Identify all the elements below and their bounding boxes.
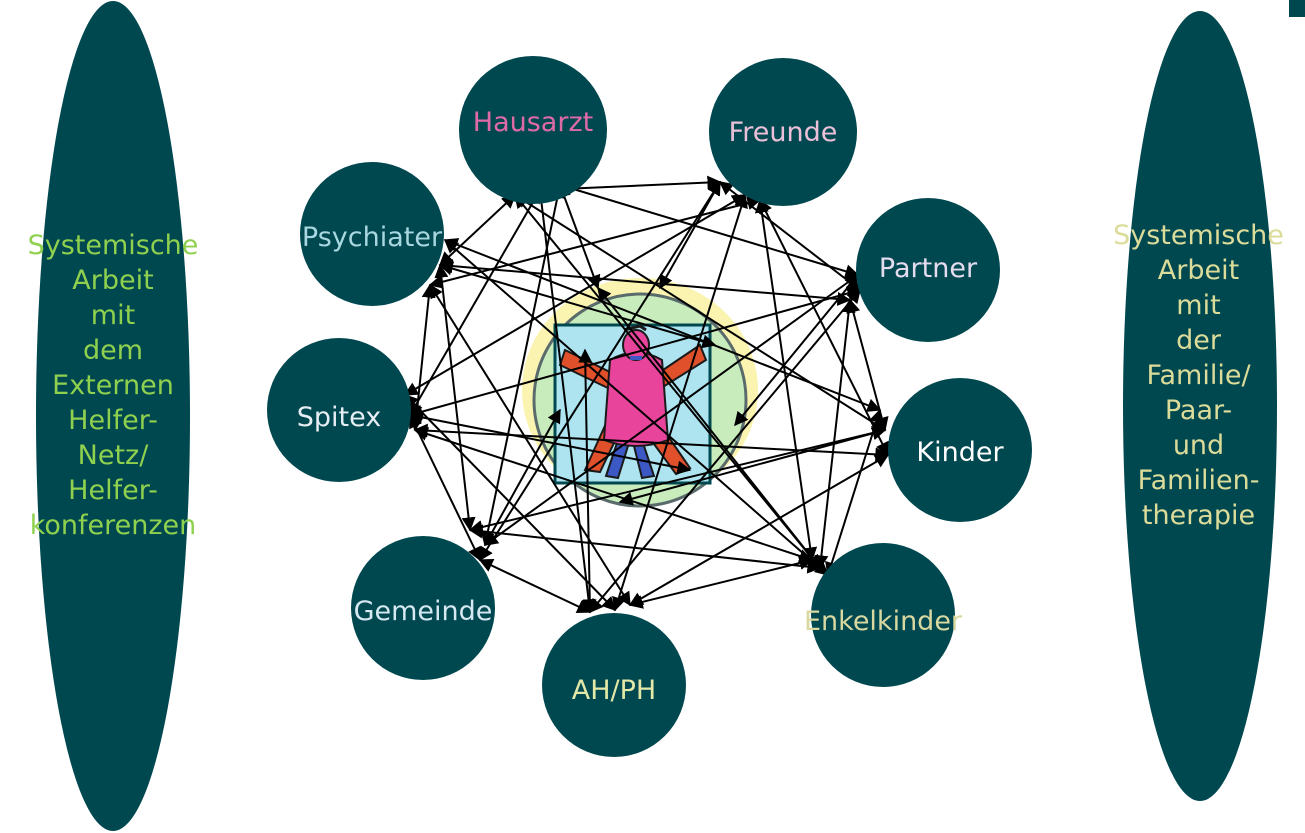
node-label-psychiater: Psychiater: [302, 222, 443, 253]
left-line: Arbeit: [72, 265, 154, 296]
right-line: mit: [1176, 290, 1221, 321]
left-ellipse: [36, 1, 190, 831]
right-line: der: [1176, 325, 1221, 356]
left-line: Helfer-: [68, 475, 158, 506]
edge-18: [434, 263, 476, 532]
node-ahph: [542, 613, 686, 757]
node-spitex: [267, 338, 411, 482]
node-freunde: [709, 58, 857, 206]
edge-42: [484, 408, 561, 547]
edge-44: [597, 286, 821, 570]
right-line: Familien-: [1137, 465, 1260, 496]
node-psychiater: [300, 162, 444, 306]
node-gemeinde: [351, 536, 495, 680]
corner-mark: [1289, 0, 1305, 17]
left-line: Externen: [52, 370, 174, 401]
right-panel-text: Systemische Arbeit mit der Familie/ Paar…: [1090, 218, 1305, 533]
center-figure: [522, 278, 758, 508]
left-line: konferenzen: [29, 510, 197, 541]
left-line: mit: [90, 300, 136, 331]
edge-43: [578, 348, 597, 614]
edge-37: [659, 180, 721, 290]
left-line: Systemische: [27, 230, 199, 261]
node-enkelkinder: [811, 543, 955, 687]
node-hausarzt: [459, 56, 607, 204]
edge-8: [428, 196, 762, 289]
left-line: Helfer-: [68, 405, 158, 436]
nodes: [267, 56, 1032, 757]
left-line: Netz/: [77, 440, 149, 471]
right-ellipse: [1123, 11, 1277, 801]
right-line: Systemische: [1113, 220, 1284, 251]
edges: [403, 175, 890, 614]
node-label-spitex: Spitex: [297, 402, 382, 433]
node-kinder: [888, 378, 1032, 522]
right-line: therapie: [1141, 500, 1256, 531]
left-panel-text: Systemische Arbeit mit dem Externen Helf…: [0, 228, 226, 543]
right-line: und: [1172, 430, 1225, 461]
right-line: Paar-: [1164, 395, 1233, 426]
left-line: dem: [82, 335, 144, 366]
node-label-partner: Partner: [879, 253, 978, 284]
node-partner: [856, 198, 1000, 342]
node-label-freunde: Freunde: [729, 117, 838, 148]
edge-25: [814, 298, 856, 570]
edge-34: [468, 524, 822, 574]
right-line: Familie/: [1146, 360, 1251, 391]
node-label-kinder: Kinder: [916, 437, 1004, 468]
node-label-hausarzt: Hausarzt: [473, 107, 593, 138]
node-label-ahph: AH/PH: [572, 675, 656, 706]
edge-35: [628, 556, 814, 609]
node-label-gemeinde: Gemeinde: [354, 596, 493, 627]
right-line: Arbeit: [1157, 255, 1240, 286]
node-label-enkelkinder: Enkelkinder: [804, 606, 963, 637]
